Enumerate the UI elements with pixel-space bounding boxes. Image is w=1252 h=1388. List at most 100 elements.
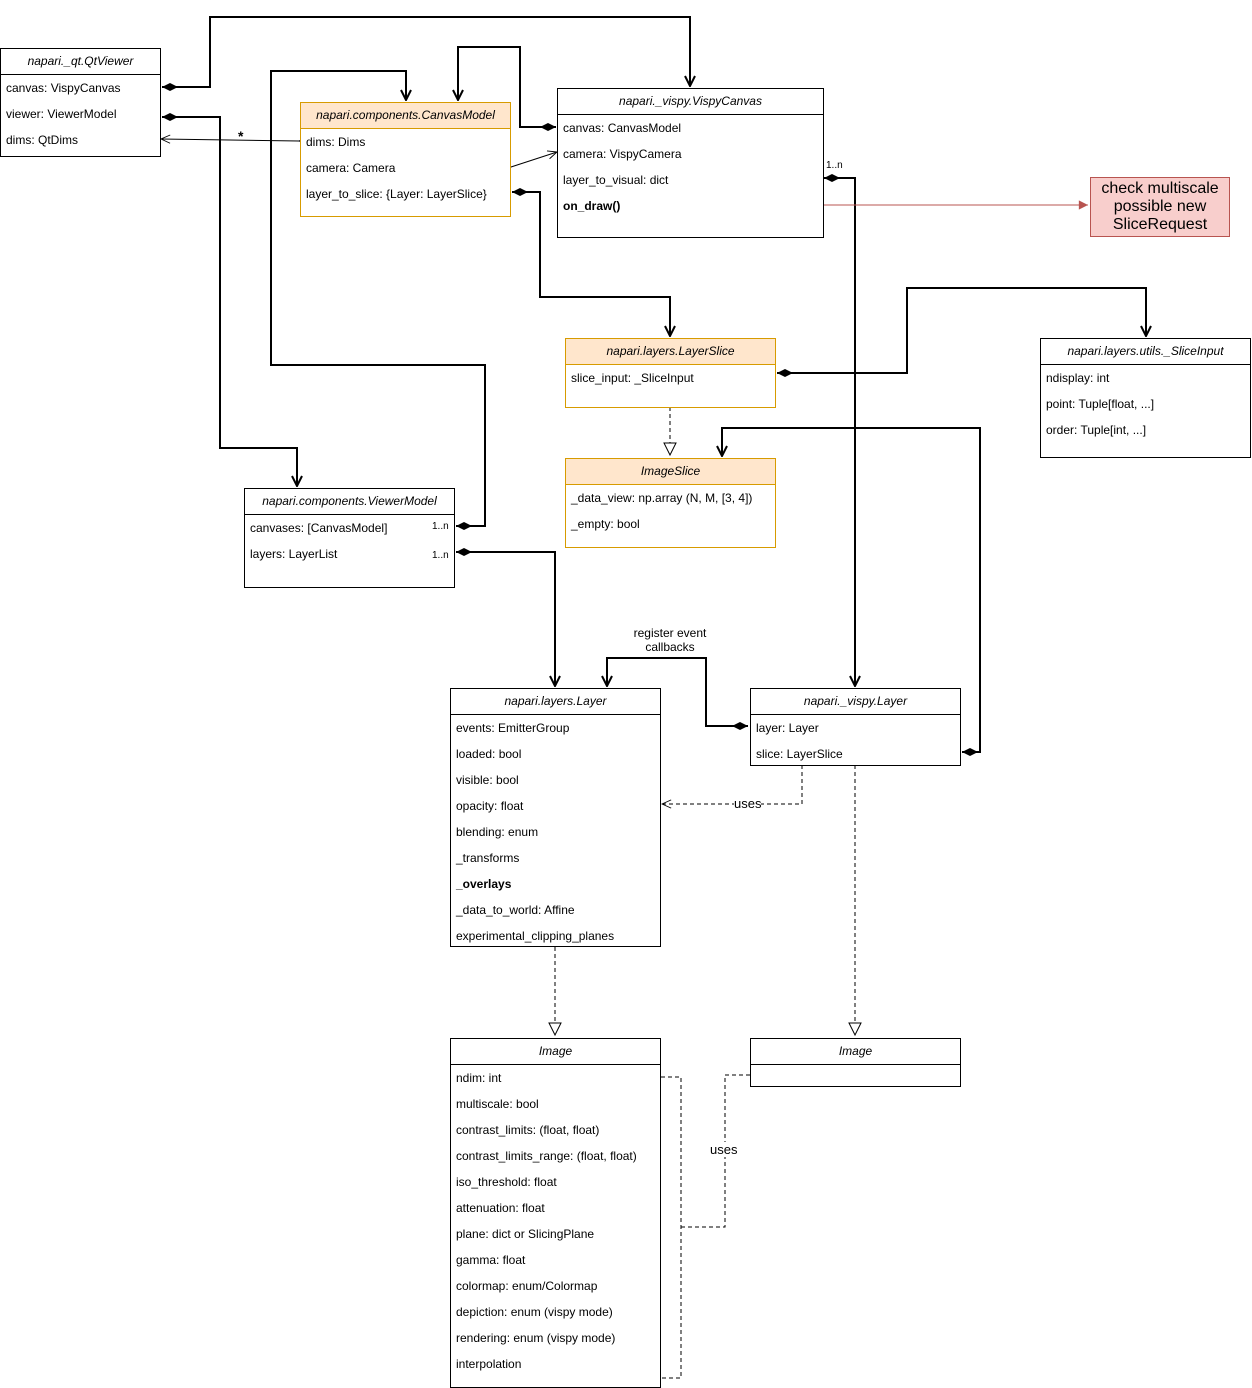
edge-canvases [270, 70, 486, 526]
attribute: contrast_limits: (float, float) [456, 1123, 600, 1137]
attribute: visible: bool [456, 773, 519, 787]
attribute: _transforms [456, 851, 520, 865]
attribute: layer_to_slice: {Layer: LayerSlice} [306, 187, 487, 201]
attribute: canvases: [CanvasModel] [250, 521, 388, 535]
class-title: napari.components.ViewerModel [245, 489, 454, 515]
class-viewermodel[interactable]: napari.components.ViewerModel canvases: … [244, 488, 455, 588]
label-uses-image: uses [710, 1142, 738, 1157]
class-title: napari.layers.utils._SliceInput [1041, 339, 1250, 365]
class-attributes: layer: Layer slice: LayerSlice [751, 715, 960, 765]
edge-vispy-slice [722, 427, 981, 752]
class-title: ImageSlice [566, 459, 775, 485]
class-attributes [751, 1065, 960, 1086]
class-vispy-image[interactable]: Image [750, 1038, 961, 1087]
attribute: opacity: float [456, 799, 524, 813]
attribute: camera: Camera [306, 161, 396, 175]
attribute: slice: LayerSlice [756, 747, 843, 761]
attribute: blending: enum [456, 825, 539, 839]
attribute: attenuation: float [456, 1201, 545, 1215]
edge-vispycanvas-canvas [458, 46, 556, 127]
edge-qtviewer-dims [161, 139, 299, 141]
class-attributes: canvas: CanvasModel camera: VispyCamera … [558, 115, 823, 237]
attribute: layers: LayerList [250, 547, 338, 561]
note-check-multiscale[interactable]: check multiscale possible new SliceReque… [1090, 177, 1230, 237]
class-title: napari._qt.QtViewer [1, 49, 160, 75]
class-qtviewer[interactable]: napari._qt.QtViewer canvas: VispyCanvas … [0, 48, 161, 157]
class-vispycanvas[interactable]: napari._vispy.VispyCanvas canvas: Canvas… [557, 88, 824, 238]
class-title: napari._vispy.VispyCanvas [558, 89, 823, 115]
class-attributes: events: EmitterGroup loaded: bool visibl… [451, 715, 660, 946]
class-imageslice[interactable]: ImageSlice _data_view: np.array (N, M, [… [565, 458, 776, 548]
attribute: dims: QtDims [6, 133, 78, 147]
multiplicity-star: * [238, 128, 244, 144]
attribute: interpolation [456, 1357, 522, 1371]
edge-qtviewer-viewer [162, 117, 297, 486]
class-attributes: dims: Dims camera: Camera layer_to_slice… [301, 129, 510, 216]
class-title: napari._vispy.Layer [751, 689, 960, 715]
class-title: napari.layers.Layer [451, 689, 660, 715]
class-attributes: canvases: [CanvasModel] layers: LayerLis… [245, 515, 454, 587]
multiplicity-layers: 1..n [432, 550, 449, 561]
class-attributes: slice_input: _SliceInput [566, 365, 775, 407]
attribute: _data_view: np.array (N, M, [3, 4]) [571, 491, 753, 505]
attribute: plane: dict or SlicingPlane [456, 1227, 595, 1241]
edge-layers [456, 552, 555, 686]
label-line: callbacks [645, 640, 695, 654]
attribute: gamma: float [456, 1253, 526, 1267]
attribute: loaded: bool [456, 747, 522, 761]
edge-uses-image [661, 1076, 682, 1379]
attribute: camera: VispyCamera [563, 147, 682, 161]
class-vispy-layer[interactable]: napari._vispy.Layer layer: Layer slice: … [750, 688, 961, 766]
multiplicity-vispy-layers: 1..n [826, 160, 843, 171]
class-image[interactable]: Image ndim: int multiscale: bool contras… [450, 1038, 661, 1388]
attribute: viewer: ViewerModel [6, 107, 117, 121]
edge-register-callbacks [607, 657, 748, 726]
attribute: point: Tuple[float, ...] [1046, 397, 1155, 411]
attribute: ndisplay: int [1046, 371, 1110, 385]
attribute: dims: Dims [306, 135, 366, 149]
attribute: depiction: enum (vispy mode) [456, 1305, 613, 1319]
class-layer[interactable]: napari.layers.Layer events: EmitterGroup… [450, 688, 661, 947]
method-on-draw: on_draw() [563, 199, 621, 213]
attribute: events: EmitterGroup [456, 721, 570, 735]
attribute: canvas: CanvasModel [563, 121, 682, 135]
attribute: contrast_limits_range: (float, float) [456, 1149, 637, 1163]
edge-camera [511, 152, 557, 167]
attribute: _data_to_world: Affine [456, 903, 575, 917]
attribute: _empty: bool [571, 517, 640, 531]
class-attributes: ndim: int multiscale: bool contrast_limi… [451, 1065, 660, 1387]
attribute: multiscale: bool [456, 1097, 539, 1111]
edge-slice-input [777, 287, 1146, 373]
class-attributes: ndisplay: int point: Tuple[float, ...] o… [1041, 365, 1250, 457]
edge-uses-layer [662, 765, 803, 804]
multiplicity-canvases: 1..n [432, 521, 449, 532]
class-title: napari.components.CanvasModel [301, 103, 510, 129]
attribute: iso_threshold: float [456, 1175, 557, 1189]
attribute: layer: Layer [756, 721, 819, 735]
label-uses-layer: uses [734, 796, 762, 811]
class-canvasmodel[interactable]: napari.components.CanvasModel dims: Dims… [300, 102, 511, 217]
attribute: experimental_clipping_planes [456, 929, 615, 943]
attribute: rendering: enum (vispy mode) [456, 1331, 616, 1345]
class-title: Image [451, 1039, 660, 1065]
attribute: slice_input: _SliceInput [571, 371, 694, 385]
class-title: napari.layers.LayerSlice [566, 339, 775, 365]
class-layerslice[interactable]: napari.layers.LayerSlice slice_input: _S… [565, 338, 776, 408]
edge-layer-to-slice [512, 192, 670, 336]
class-attributes: canvas: VispyCanvas viewer: ViewerModel … [1, 75, 160, 156]
attribute: colormap: enum/Colormap [456, 1279, 598, 1293]
class-sliceinput[interactable]: napari.layers.utils._SliceInput ndisplay… [1040, 338, 1251, 458]
note-text: check multiscale possible new SliceReque… [1101, 180, 1219, 233]
label-line: register event [633, 626, 707, 640]
label-register-event-callbacks: register event callbacks [624, 626, 716, 654]
class-title: Image [751, 1039, 960, 1065]
edge-layer-to-visual [824, 178, 855, 686]
attribute: ndim: int [456, 1071, 502, 1085]
attribute: order: Tuple[int, ...] [1046, 423, 1147, 437]
attribute-overlays: _overlays [456, 877, 512, 891]
edge-qtviewer-canvas [162, 16, 690, 87]
attribute: canvas: VispyCanvas [6, 81, 121, 95]
class-attributes: _data_view: np.array (N, M, [3, 4]) _emp… [566, 485, 775, 547]
attribute: layer_to_visual: dict [563, 173, 669, 187]
